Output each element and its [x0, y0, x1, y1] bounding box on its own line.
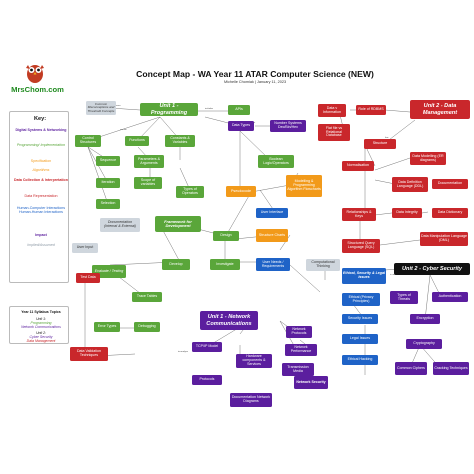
node-error-types[interactable]: Error Types — [94, 322, 120, 332]
node-test-data[interactable]: Test Data — [76, 273, 100, 283]
key-item-digital-systems: Digital Systems & Networking — [15, 128, 67, 132]
key-item-data-representation: Data Representation — [24, 194, 58, 198]
syllabus-unit1-network: Network Communications — [21, 325, 61, 329]
node-user-needs[interactable]: User Needs / Requirements — [256, 258, 290, 271]
node-documentation-diagrams[interactable]: Documentation Network Diagrams — [230, 393, 272, 407]
node-flat-file[interactable]: Flat file vs Relational Database — [318, 124, 350, 141]
node-unit2-data[interactable]: Unit 2 - Data Management — [410, 100, 470, 119]
node-ethical-security[interactable]: Ethical, Security & Legal Issues — [342, 268, 386, 284]
node-debugging[interactable]: Debugging — [134, 322, 160, 332]
key-item-algorithms: Algorithms — [32, 168, 50, 172]
node-investigate[interactable]: Investigate — [210, 259, 240, 270]
node-data-modelling[interactable]: Data Modelling (ER diagrams) — [410, 152, 446, 165]
node-apis[interactable]: APIs — [228, 105, 250, 115]
node-sql[interactable]: Structured Query Language (SQL) — [342, 239, 380, 253]
node-network-performance[interactable]: Network Performance — [285, 344, 317, 356]
node-documentation2[interactable]: Documentation — [432, 179, 468, 189]
node-sequence[interactable]: Sequence — [96, 156, 120, 166]
node-relationships[interactable]: Relationships & Keys — [342, 208, 376, 221]
syllabus-unit2: Unit 2: — [35, 331, 47, 335]
node-unit1-programming[interactable]: Unit 1 - Programming — [140, 103, 198, 116]
node-unit2-cyber[interactable]: Unit 2 - Cyber Security — [394, 263, 470, 275]
node-data-dictionary[interactable]: Data Dictionary — [432, 208, 468, 218]
node-cryptography[interactable]: Cryptography — [406, 339, 442, 349]
node-normalisation[interactable]: Normalisation — [342, 161, 374, 171]
node-framework-dev[interactable]: Framework for Development — [155, 216, 201, 232]
key-legend: Key: Digital Systems & Networking Progra… — [9, 111, 69, 283]
node-ethical-privacy[interactable]: Ethical (Privacy Principles) — [342, 293, 380, 306]
node-security-issues[interactable]: Security Issues — [342, 314, 378, 324]
node-user-interface[interactable]: User Interface — [256, 208, 288, 218]
node-constants-variables[interactable]: Constants & Variables — [165, 135, 195, 147]
key-item-programming: Programming/ Implementation — [16, 143, 66, 147]
node-develop[interactable]: Develop — [162, 259, 190, 270]
node-user-input[interactable]: User Input — [72, 243, 98, 253]
node-unit1-network[interactable]: Unit 1 - Network Communications — [200, 311, 258, 330]
node-computational-thinking[interactable]: Computational Thinking — [306, 259, 340, 271]
node-role-of-rdbms[interactable]: Role of RDBMS — [356, 105, 386, 115]
brand-name: MrsChom.com — [11, 85, 64, 94]
node-data-types[interactable]: Data Types — [228, 121, 254, 131]
node-parameters-arguments[interactable]: Parameters & Arguments — [134, 155, 164, 168]
node-network-security[interactable]: Network Security — [294, 376, 328, 389]
key-title: Key: — [33, 116, 47, 122]
link-label-has: has — [385, 137, 389, 139]
syllabus-unit1-programming: Programming — [30, 321, 52, 325]
node-types-of-threats[interactable]: Types of Threats — [390, 291, 418, 304]
node-data-integrity[interactable]: Data Integrity — [392, 208, 422, 218]
node-selection[interactable]: Selection — [96, 199, 120, 209]
node-protocols[interactable]: Protocols — [192, 375, 222, 385]
page-subtitle: Michelle Chomiak | January 11, 2023 — [223, 80, 287, 84]
node-control-structures[interactable]: Control Structures — [75, 135, 101, 147]
node-pseudocode[interactable]: Pseudocode — [226, 186, 256, 197]
key-item-impact: Impact — [35, 233, 47, 237]
node-dml[interactable]: Data Manipulation Language (DML) — [420, 232, 468, 246]
node-ethical-hacking[interactable]: Ethical Hacking — [342, 355, 378, 365]
node-iteration[interactable]: Iteration — [96, 178, 120, 188]
node-number-systems[interactable]: Number Systems Dec/Bin/Hex — [270, 120, 306, 132]
node-common-ciphers[interactable]: Common Ciphers — [395, 362, 427, 375]
key-item-specification: Specification — [30, 159, 52, 163]
syllabus-unit2-data: Data Management — [26, 339, 56, 343]
node-structure-charts[interactable]: Structure Charts — [256, 229, 288, 242]
link-label-uses: uses — [116, 105, 122, 107]
page-title: Concept Map - WA Year 11 ATAR Computer S… — [136, 69, 374, 79]
node-cracking-techniques[interactable]: Cracking Techniques — [433, 362, 469, 375]
key-item-hci: Human-Computer Interactions Human-Human … — [16, 206, 66, 215]
key-item-implied: Implied/Assumed — [27, 243, 55, 247]
syllabus-unit2-cyber: Cyber Security — [29, 335, 53, 339]
owl-logo-icon — [26, 65, 44, 83]
node-transmission-media[interactable]: Transmission Media — [282, 363, 314, 376]
node-boolean-logic[interactable]: Boolean Logic/Operators — [258, 155, 294, 168]
syllabus-unit1: Unit 1: — [35, 317, 47, 321]
node-scope-of-variables[interactable]: Scope of variables — [134, 177, 162, 189]
node-trace-tables[interactable]: Trace Tables — [132, 292, 162, 302]
node-network-protocols[interactable]: Network Protocols — [286, 326, 312, 338]
node-functions[interactable]: Functions — [125, 136, 149, 146]
node-legal-issues[interactable]: Legal Issues — [342, 334, 378, 344]
node-data-vs-info[interactable]: Data v Information — [318, 104, 346, 117]
key-item-data-collection: Data Collection & Interpretation — [14, 178, 68, 182]
link-label-to-analyse: to analyse — [178, 350, 189, 353]
syllabus-title: Year 11 Syllabus Topics — [21, 310, 61, 314]
node-common-misconceptions[interactable]: Common Misconceptions and Threshold Conc… — [86, 101, 116, 115]
link-label-includes: includes — [205, 108, 214, 110]
node-data-definition[interactable]: Data Definition Language (DDL) — [392, 177, 428, 192]
node-structure[interactable]: Structure — [364, 139, 396, 149]
node-modelling-trace[interactable]: Modelling & Programming Algorithm Flowch… — [286, 175, 322, 197]
node-hardware[interactable]: Hardware components & Services — [236, 354, 272, 368]
link-label-can-be: can be — [120, 129, 127, 131]
node-documentation[interactable]: Documentation (Internal & External) — [100, 218, 140, 232]
node-authentication[interactable]: Authentication — [432, 292, 468, 302]
node-types-of-operators[interactable]: Types of Operators — [176, 186, 204, 198]
node-encryption[interactable]: Encryption — [410, 314, 440, 324]
node-design[interactable]: Design — [213, 231, 239, 241]
node-evaluate-testing[interactable]: Evaluate / Testing — [92, 265, 126, 278]
node-data-validation[interactable]: Data Validation Techniques — [70, 347, 108, 361]
syllabus-topics: Year 11 Syllabus Topics Unit 1: Programm… — [9, 306, 69, 344]
node-tcpip[interactable]: TCP/IP Model — [192, 342, 222, 352]
